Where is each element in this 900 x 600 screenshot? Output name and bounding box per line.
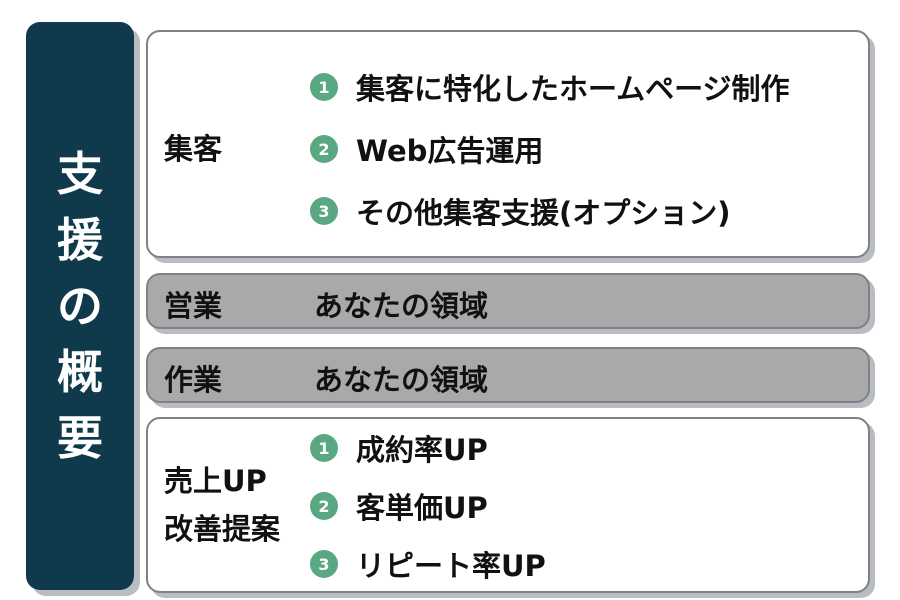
row-label: 作業 [164, 363, 223, 397]
panel-sales-improvement: 売上UP 改善提案 1 成約率UP 2 客単価UP 3 リピート率UP [146, 417, 870, 593]
sidebar-char: の [57, 279, 103, 333]
sidebar-char: 概 [57, 345, 103, 399]
sidebar-char: 援 [57, 213, 103, 267]
list-item: 3 リピート率UP [310, 543, 546, 585]
number-badge: 1 [310, 434, 338, 462]
row-label: 集客 [164, 132, 223, 166]
row-label-line: 改善提案 [164, 512, 281, 546]
number-badge: 2 [310, 492, 338, 520]
item-text: Web広告運用 [356, 134, 544, 168]
row-label: 売上UP 改善提案 [164, 457, 280, 553]
list-item: 1 集客に特化したホームページ制作 [310, 66, 790, 108]
list-item: 2 客単価UP [310, 485, 488, 527]
item-text: 成約率UP [356, 433, 488, 467]
item-text: リピート率UP [356, 549, 546, 583]
number-badge: 1 [310, 73, 338, 101]
panel-customer-acquisition: 集客 1 集客に特化したホームページ制作 2 Web広告運用 3 その他集客支援… [146, 30, 870, 258]
number-badge: 3 [310, 550, 338, 578]
row-label: 営業 [164, 289, 223, 323]
panel-sales: 営業 あなたの領域 [146, 273, 870, 329]
item-text: 集客に特化したホームページ制作 [356, 72, 790, 106]
number-badge: 3 [310, 197, 338, 225]
number-badge: 2 [310, 135, 338, 163]
row-value: あなたの領域 [314, 289, 489, 323]
item-text: 客単価UP [356, 491, 488, 525]
row-value: あなたの領域 [314, 363, 489, 397]
list-item: 1 成約率UP [310, 427, 488, 469]
overview-sidebar: 支 援 の 概 要 [26, 22, 134, 590]
row-label-line: 売上UP [164, 464, 267, 498]
list-item: 3 その他集客支援(オプション) [310, 190, 731, 232]
sidebar-char: 支 [57, 147, 103, 201]
sidebar-char: 要 [57, 411, 103, 465]
item-text: その他集客支援(オプション) [356, 196, 731, 230]
panel-operations: 作業 あなたの領域 [146, 347, 870, 403]
list-item: 2 Web広告運用 [310, 128, 543, 170]
